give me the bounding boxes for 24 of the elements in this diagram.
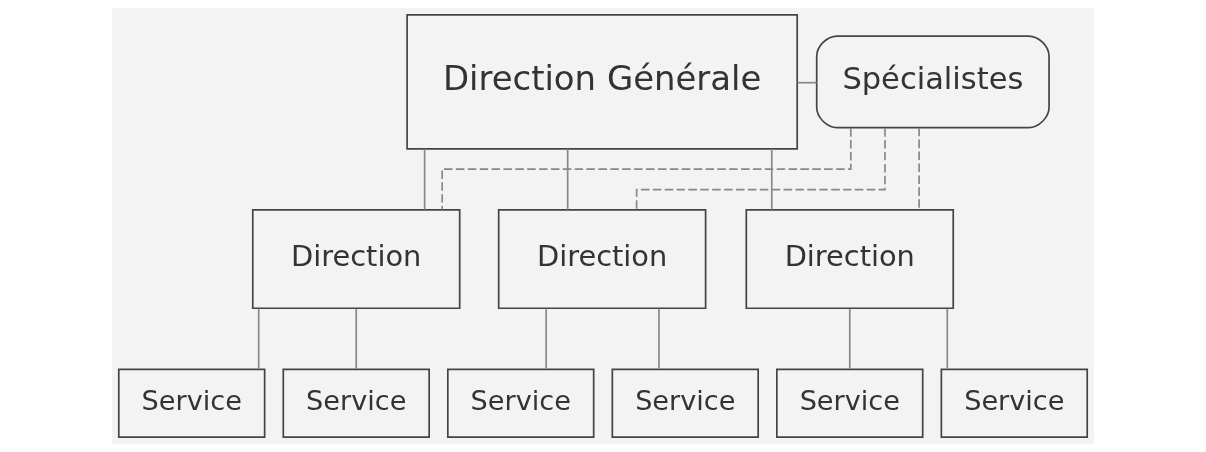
connector	[658, 307, 660, 370]
connector	[423, 148, 426, 211]
connector	[946, 307, 949, 370]
connector	[257, 307, 260, 370]
connector	[770, 148, 773, 211]
node-box: Service	[117, 368, 266, 438]
node-box: Service	[940, 368, 1089, 438]
node-box: Direction	[745, 209, 955, 310]
node-box: Service	[282, 368, 430, 438]
connector	[848, 307, 851, 370]
node-box: Direction	[251, 209, 461, 310]
connector	[918, 127, 920, 211]
node-box: Spécialistes	[815, 35, 1050, 129]
node-box: Direction Générale	[406, 14, 799, 150]
node-box: Direction	[497, 209, 707, 310]
connector	[635, 127, 886, 211]
connector	[566, 148, 569, 211]
connector	[545, 307, 548, 370]
node-box: Service	[446, 368, 595, 438]
node-box: Service	[776, 368, 924, 438]
connector	[441, 127, 852, 211]
connector	[355, 307, 358, 370]
node-box: Service	[611, 368, 760, 438]
connector	[796, 81, 818, 84]
